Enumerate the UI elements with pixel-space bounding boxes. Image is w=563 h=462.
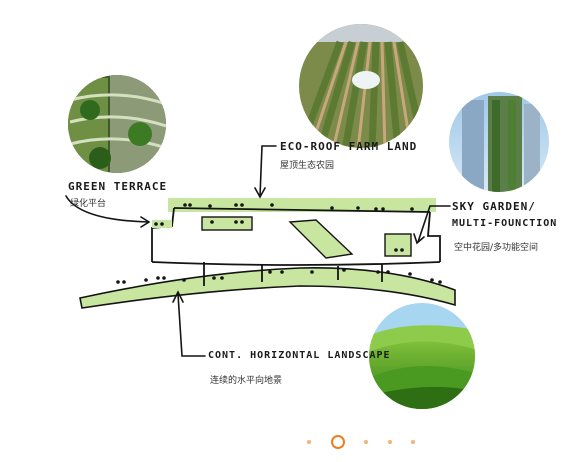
sky-garden-box — [384, 233, 412, 257]
arrow-sky-garden-head — [413, 233, 425, 245]
landscape-photo — [369, 303, 475, 409]
sky-garden-photo — [449, 92, 549, 192]
pagination-dot[interactable] — [411, 440, 415, 444]
arrow-terrace-head — [140, 216, 151, 228]
arrow-sky-garden — [417, 205, 451, 243]
interior-garden-left — [201, 216, 253, 231]
pagination-dot[interactable] — [307, 440, 311, 444]
landscape-label: CONT. HORIZONTAL LANDSCAPE — [208, 350, 391, 361]
pagination-dot[interactable] — [364, 440, 368, 444]
landscape-subtitle: 连续的水平向地景 — [210, 376, 283, 386]
sky-garden-label-line1: SKY GARDEN/ — [452, 200, 536, 213]
eco-roof-photo — [299, 24, 423, 148]
arrow-landscape-head — [172, 290, 184, 303]
green-terrace-subtitle: 绿化平台 — [70, 199, 107, 209]
pagination-dot-active[interactable] — [331, 435, 345, 449]
arrow-landscape — [177, 293, 206, 357]
eco-roof-subtitle: 屋顶生态农园 — [280, 161, 335, 171]
people-figures — [116, 203, 442, 284]
arrow-eco-roof — [259, 145, 277, 197]
interior-garden-ramp — [288, 219, 354, 259]
pagination-dot[interactable] — [388, 440, 392, 444]
building-section — [151, 207, 441, 286]
arrow-eco-roof-head — [254, 187, 266, 199]
sky-garden-label-line2: MULTI-FOUNCTION — [452, 218, 558, 229]
pagination-dots — [303, 434, 423, 450]
arrow-terrace — [65, 195, 149, 223]
ground-landscape — [79, 267, 456, 309]
eco-roof-label: ECO-ROOF FARM LAND — [280, 140, 418, 153]
leader-arrows — [65, 145, 451, 357]
terrace-photo — [68, 75, 166, 173]
green-terrace-label: GREEN TERRACE — [68, 180, 168, 193]
sky-garden-subtitle: 空中花园/多功能空间 — [454, 243, 539, 253]
